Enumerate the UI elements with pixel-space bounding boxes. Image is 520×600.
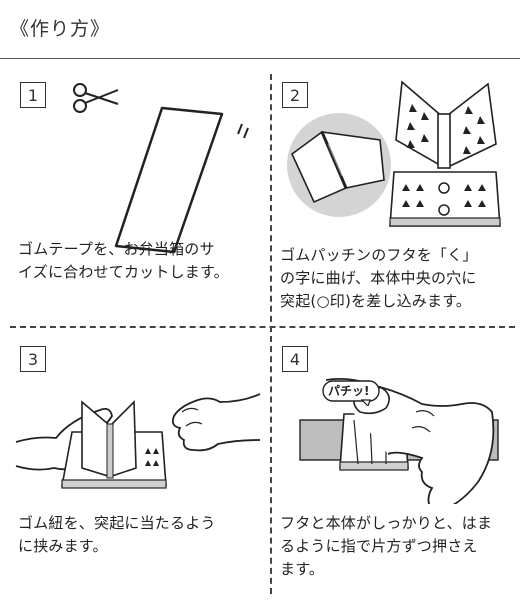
caption-line: ゴムテープを、お弁当箱のサ [18,240,215,258]
step-3-number: 3 [20,346,46,372]
caption-line: ます。 [280,560,325,578]
step-1-caption: ゴムテープを、お弁当箱のサ イズに合わせてカットします。 [18,238,229,284]
horizontal-dashed-divider [10,326,515,328]
caption-line: 突起(○印)を差し込みます。 [280,292,472,310]
sound-effect-text: パチッ! [328,384,370,398]
caption-line: の字に曲げ、本体中央の穴に [280,269,477,287]
bent-lid-closeup-illustration [284,110,394,220]
step-3-caption: ゴム紐を、突起に当たるよう に挟みます。 [18,512,216,558]
scissors-icon [70,80,122,116]
step-4-number: 4 [282,346,308,372]
caption-line: に挟みます。 [18,537,108,555]
step-1-number: 1 [20,82,46,108]
step-2-caption: ゴムパッチンのフタを「く」 の字に曲げ、本体中央の穴に 突起(○印)を差し込みま… [280,244,478,313]
vertical-dashed-divider [270,74,272,594]
caption-line: るように指で片方ずつ押さえ [280,537,478,555]
caption-line: イズに合わせてカットします。 [18,263,229,281]
page-title: 《作り方》 [10,18,111,40]
caption-line: ゴムパッチンのフタを「く」 [280,246,478,264]
cord-insertion-illustration [12,372,264,502]
step-4-caption: フタと本体がしっかりと、はま るように指で片方ずつ押さえ ます。 [280,512,492,581]
lid-and-base-illustration [384,76,504,236]
title-divider [0,58,520,59]
caption-line: ゴム紐を、突起に当たるよう [18,514,216,532]
caption-line: フタと本体がしっかりと、はま [280,514,493,532]
press-lid-illustration [296,372,504,504]
step-2-number: 2 [282,82,308,108]
rubber-tape-illustration [110,100,260,260]
